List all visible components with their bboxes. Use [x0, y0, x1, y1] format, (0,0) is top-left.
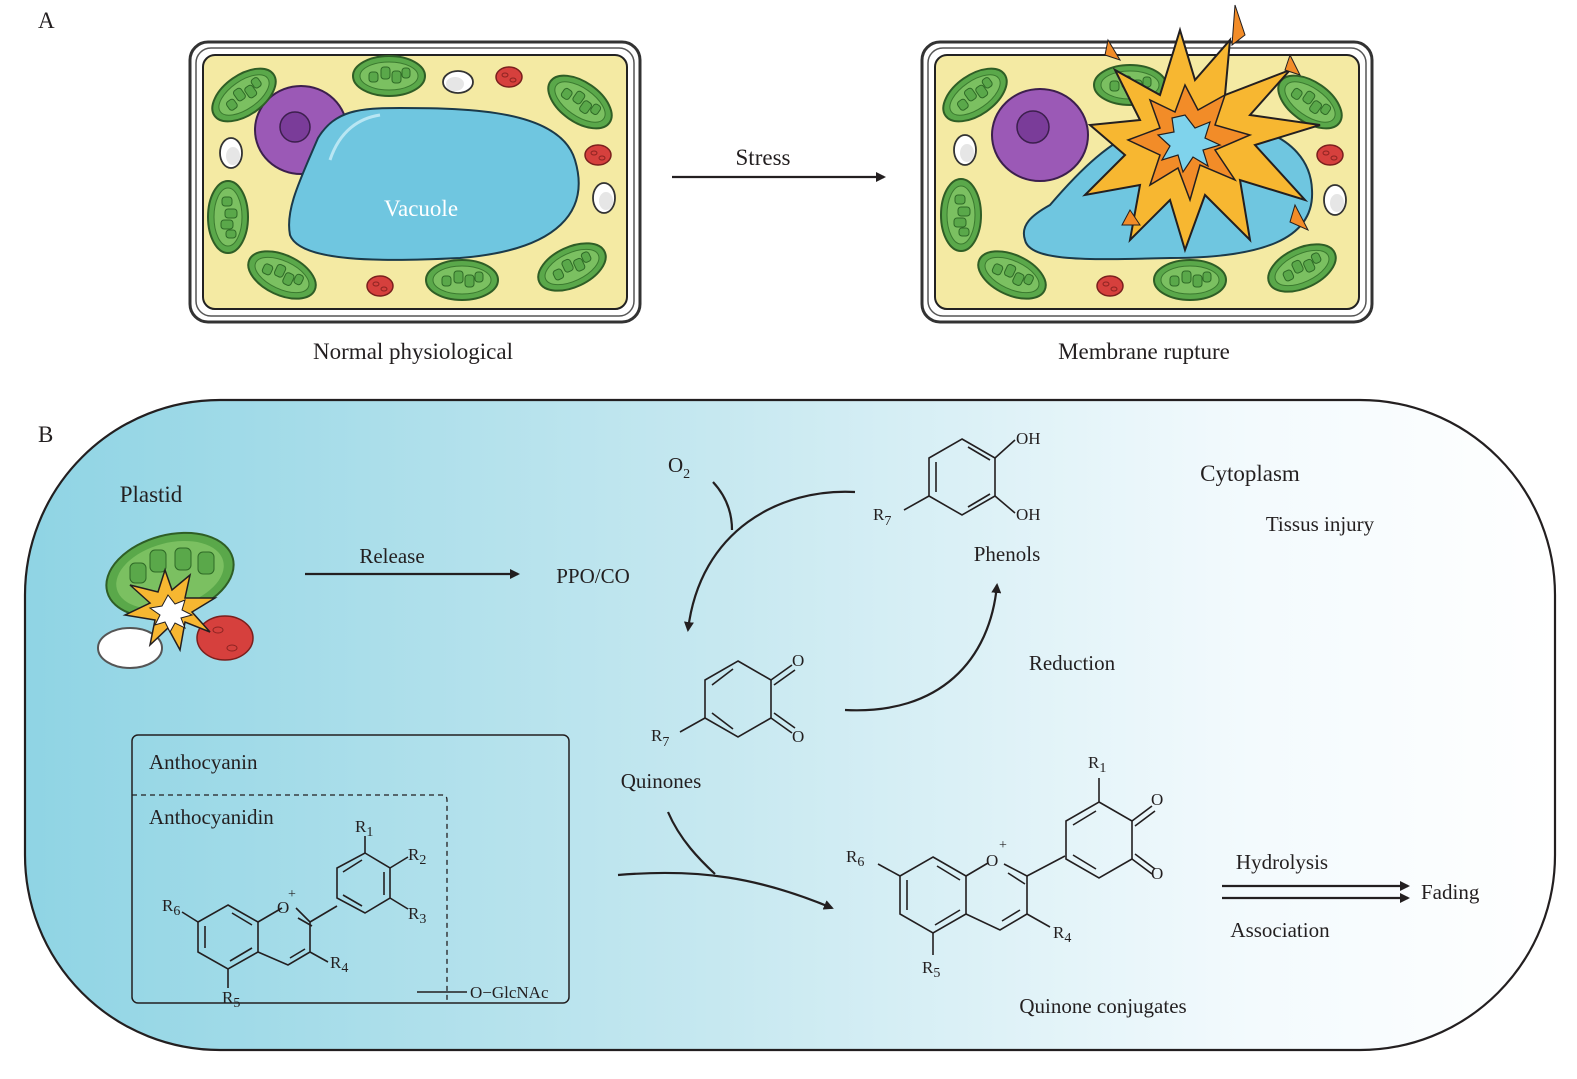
oxygen-input-arc — [712, 481, 734, 531]
explosion-icon — [1082, 4, 1321, 254]
quinone-conjugate-structure: O + O O R1 R4 R5 R6 — [846, 753, 1163, 981]
phenols-structure: OH OH R7 — [873, 429, 1041, 529]
glycoside-label: O−GlcNAc — [470, 983, 549, 1002]
svg-text:R2: R2 — [408, 845, 426, 868]
ruptured-cell-caption: Membrane rupture — [1058, 339, 1230, 364]
svg-text:R6: R6 — [846, 847, 864, 870]
conjugation-arrow — [617, 871, 834, 910]
svg-text:R1: R1 — [355, 817, 373, 840]
svg-text:R4: R4 — [330, 953, 348, 976]
charge: + — [288, 887, 296, 902]
ring-oxygen: O — [277, 898, 289, 917]
quinone-r7: R7 — [651, 726, 669, 750]
stress-label: Stress — [736, 145, 791, 170]
nucleolus — [1016, 110, 1050, 144]
ring-oxygen: O — [986, 851, 998, 870]
anthocyanidin-dashed-box — [132, 794, 448, 1003]
tissue-injury-label: Tissus injury — [1266, 512, 1375, 536]
cytoplasm-label: Cytoplasm — [1200, 461, 1300, 486]
panel-a-label: A — [38, 8, 55, 33]
quinones-structure: O O R7 — [651, 651, 804, 750]
phenol-oh-bottom: OH — [1016, 505, 1041, 524]
oxygen-label: O2 — [668, 453, 690, 482]
svg-text:R3: R3 — [408, 904, 426, 927]
ruptured-cell-illustration — [920, 4, 1374, 324]
oxidation-arrow — [683, 490, 856, 632]
vacuole — [288, 106, 580, 261]
enzyme-label: PPO/CO — [556, 564, 630, 588]
quinone-o-top: O — [792, 651, 804, 670]
quinone-o-bottom: O — [792, 727, 804, 746]
panel-b-label: B — [38, 422, 53, 447]
anthocyanidin-structure: O + R1 R2 R3 R4 R5 R6 O−GlcNAc — [162, 817, 549, 1011]
release-label: Release — [359, 544, 424, 568]
hydrolysis-label: Hydrolysis — [1236, 850, 1328, 874]
reduction-arrow — [844, 583, 1002, 712]
nucleolus — [279, 111, 311, 143]
svg-text:R5: R5 — [922, 958, 940, 981]
conjugate-o-bottom: O — [1151, 864, 1163, 883]
quinones-label: Quinones — [621, 769, 702, 793]
svg-text:R6: R6 — [162, 896, 180, 919]
anthocyanidin-label: Anthocyanidin — [149, 805, 274, 829]
anthocyanin-label: Anthocyanin — [149, 750, 258, 774]
phenol-r7: R7 — [873, 505, 891, 529]
plastid-label: Plastid — [120, 482, 183, 507]
svg-text:R1: R1 — [1088, 753, 1106, 776]
charge: + — [999, 838, 1007, 853]
fading-label: Fading — [1421, 880, 1480, 904]
conjugate-o-top: O — [1151, 790, 1163, 809]
anthocyanin-box — [131, 734, 570, 1004]
phenols-label: Phenols — [974, 542, 1041, 566]
normal-cell-caption: Normal physiological — [313, 339, 513, 364]
quinone-input-arc — [666, 811, 716, 875]
reduction-label: Reduction — [1029, 651, 1116, 675]
svg-text:R5: R5 — [222, 988, 240, 1011]
association-label: Association — [1230, 918, 1330, 942]
phenol-oh-top: OH — [1016, 429, 1041, 448]
normal-cell-illustration: Vacuole — [188, 40, 642, 324]
quinone-conjugates-label: Quinone conjugates — [1019, 994, 1186, 1018]
vacuole-label: Vacuole — [384, 196, 458, 221]
svg-text:R4: R4 — [1053, 923, 1071, 946]
ruptured-plastid-illustration — [97, 531, 254, 669]
